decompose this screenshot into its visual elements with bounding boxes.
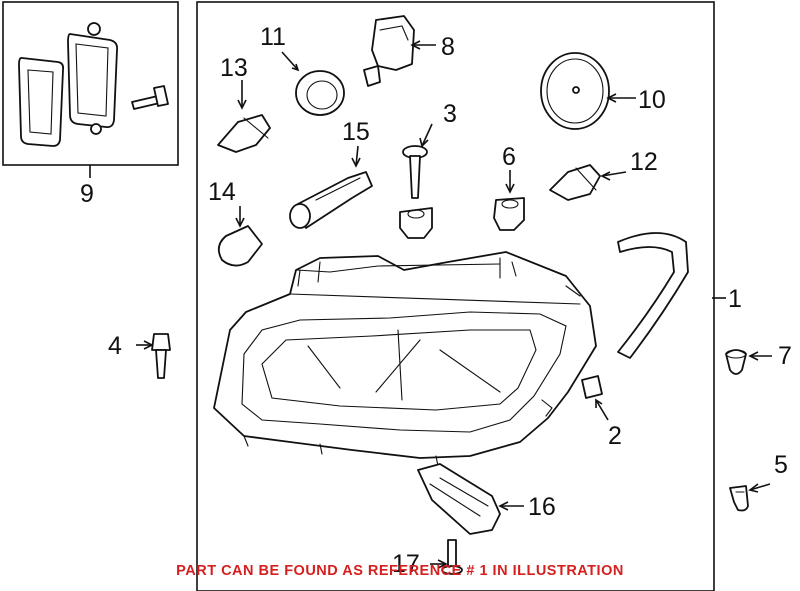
reference-notice: PART CAN BE FOUND AS REFERENCE # 1 IN IL… xyxy=(176,563,624,579)
callout-12: 12 xyxy=(630,148,658,176)
callout-8: 8 xyxy=(441,33,455,61)
callout-2: 2 xyxy=(608,422,622,450)
callout-15: 15 xyxy=(342,118,370,146)
part-3-screw xyxy=(402,145,428,199)
part-3-clip xyxy=(399,207,433,239)
callout-17: 17 xyxy=(392,550,420,578)
callout-6: 6 xyxy=(502,143,516,171)
part-14-bulb xyxy=(217,225,263,267)
callout-5: 5 xyxy=(774,451,788,479)
leader-lines xyxy=(136,40,772,569)
callout-9: 9 xyxy=(80,180,94,208)
part-11-bulb-retainer-ring xyxy=(295,70,345,116)
callout-4: 4 xyxy=(108,332,122,360)
part-1-headlamp-assembly xyxy=(213,251,597,467)
main-frame-1 xyxy=(196,1,715,591)
part-17-bolt xyxy=(441,539,463,575)
callout-3: 3 xyxy=(443,100,457,128)
callout-10: 10 xyxy=(638,86,666,114)
part-16-control-module xyxy=(417,463,501,535)
part-5-clip xyxy=(729,485,749,512)
callout-16: 16 xyxy=(528,493,556,521)
callout-7: 7 xyxy=(778,342,792,370)
callout-1: 1 xyxy=(728,285,742,313)
part-10-dust-cap xyxy=(540,52,610,130)
part-9-screw xyxy=(131,85,169,110)
part-4-bolt xyxy=(151,333,171,379)
part-6-clip xyxy=(493,197,525,231)
callout-14: 14 xyxy=(208,178,236,206)
part-1-trim-strip xyxy=(617,232,689,359)
part-13-bulb xyxy=(217,114,271,153)
part-12-bulb xyxy=(549,164,601,201)
part-15-bulb-socket xyxy=(289,171,373,229)
part-8-motor-actuator xyxy=(363,15,415,87)
part-9-cover-gasket xyxy=(18,22,119,147)
callout-11: 11 xyxy=(260,23,286,51)
callout-13: 13 xyxy=(220,54,248,82)
part-7-clip-nut xyxy=(725,349,747,375)
part-2-clip xyxy=(581,375,603,399)
